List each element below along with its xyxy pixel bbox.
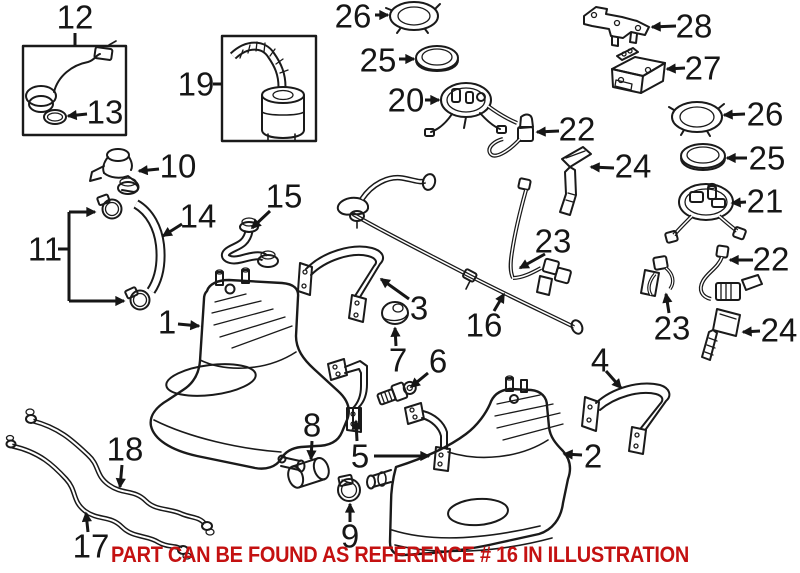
part-label-23-24: 23: [654, 310, 691, 347]
part-label-4-15: 4: [591, 342, 609, 379]
part-label-24-25: 24: [615, 148, 652, 185]
leader-part-14: [161, 222, 183, 238]
part-27-control-module: [611, 47, 666, 94]
leader-part-2: [562, 449, 583, 460]
leader-part-18: [115, 464, 126, 489]
part-label-25-28: 25: [749, 140, 786, 177]
leader-part-8: [306, 440, 317, 461]
part-label-24-26: 24: [761, 312, 798, 349]
part-21-fuel-sender: [664, 182, 747, 244]
part-label-19-2: 19: [178, 66, 215, 103]
leader-part-4: [604, 370, 623, 390]
part-26-lock-ring-right: [668, 101, 725, 137]
leader-part-15: [250, 209, 272, 230]
part-25-seal-top: [415, 45, 459, 72]
part-label-22-21: 22: [559, 111, 596, 148]
part-8-sleeve: [277, 454, 330, 489]
leader-part-24: [589, 162, 615, 173]
part-label-10-3: 10: [160, 148, 197, 185]
part-25-seal-right: [680, 143, 726, 171]
part-label-18-18: 18: [107, 431, 144, 468]
part-26-lock-ring-top: [385, 1, 441, 34]
part-label-3-8: 3: [410, 290, 428, 327]
part-label-27-31: 27: [685, 50, 722, 87]
part-20-fuel-sender: [424, 82, 518, 137]
leader-part-27: [665, 63, 686, 74]
leader-part-22: [535, 126, 560, 137]
part-17-fuel-pipe: [5, 434, 192, 560]
part-15-elbow-hose: [220, 217, 279, 268]
part-label-26-30: 26: [747, 96, 784, 133]
leader-part-10: [137, 165, 160, 176]
part-23-connector-right: [640, 255, 675, 297]
part-9-clamp: [337, 473, 361, 502]
leader-part-6: [409, 371, 429, 389]
part-16-fuel-line: [336, 173, 584, 335]
part-label-9-13: 9: [341, 518, 359, 555]
part-label-1-7: 1: [158, 304, 176, 341]
part-1-fuel-tank-left: [149, 267, 350, 473]
part-label-15-6: 15: [266, 178, 303, 215]
part-label-25-27: 25: [360, 42, 397, 79]
part-label-22-22: 22: [753, 241, 790, 278]
part-label-16-16: 16: [466, 307, 503, 344]
part-label-11-4: 11: [28, 231, 62, 268]
leader-part-7: [390, 326, 401, 347]
part-label-7-9: 7: [389, 342, 407, 379]
leader-part-24: [741, 326, 761, 337]
part-22-connector-right: [698, 244, 763, 301]
leader-part-23: [518, 252, 546, 270]
leader-part-16: [492, 292, 506, 312]
part-14-hose: [133, 199, 166, 294]
leader-part-5: [351, 419, 362, 442]
part-6-connector-valve: [376, 380, 417, 406]
part-3-strap: [297, 245, 385, 323]
part-5-straps: [327, 358, 451, 472]
part-label-20-19: 20: [388, 82, 425, 119]
part-4-strap: [581, 382, 671, 455]
leader-part-26: [722, 109, 746, 120]
part-7-grommet: [381, 301, 409, 325]
part-label-28-32: 28: [676, 8, 713, 45]
leader-part-28: [650, 21, 677, 32]
part-label-26-29: 26: [335, 0, 372, 35]
leader-part-3: [379, 277, 410, 301]
part-18-fuel-pipe: [25, 408, 215, 536]
leader-part-23: [662, 292, 673, 314]
footer-note: PART CAN BE FOUND AS REFERENCE # 16 IN I…: [111, 542, 689, 567]
part-19-fuel-pump-box: [220, 34, 318, 143]
part-label-13-1: 13: [87, 94, 124, 131]
leader-part-1: [177, 320, 201, 331]
part-label-2-14: 2: [584, 438, 602, 475]
part-23-cable-center: [508, 177, 572, 296]
part-label-21-20: 21: [747, 183, 784, 220]
part-24-bracket-left: [559, 146, 592, 216]
leader-part-17: [81, 511, 92, 533]
part-28-bracket: [583, 6, 650, 47]
part-label-5-11: 5: [351, 438, 369, 475]
leader-part-13: [66, 110, 88, 121]
diagram-line-art: [5, 1, 763, 560]
part-10-valve: [89, 148, 140, 195]
part-22-connector-left: [487, 113, 534, 158]
part-label-23-23: 23: [535, 223, 572, 260]
part-label-14-5: 14: [180, 198, 217, 235]
part-2-fuel-tank-right: [366, 375, 572, 557]
part-24-bracket-right: [701, 308, 741, 361]
part-label-8-12: 8: [303, 407, 321, 444]
part-label-6-10: 6: [429, 343, 447, 380]
part-label-12-0: 12: [57, 0, 94, 36]
part-11-hose-clamps: [96, 193, 151, 311]
part-label-17-17: 17: [73, 528, 110, 565]
leader-part-21: [730, 197, 747, 208]
